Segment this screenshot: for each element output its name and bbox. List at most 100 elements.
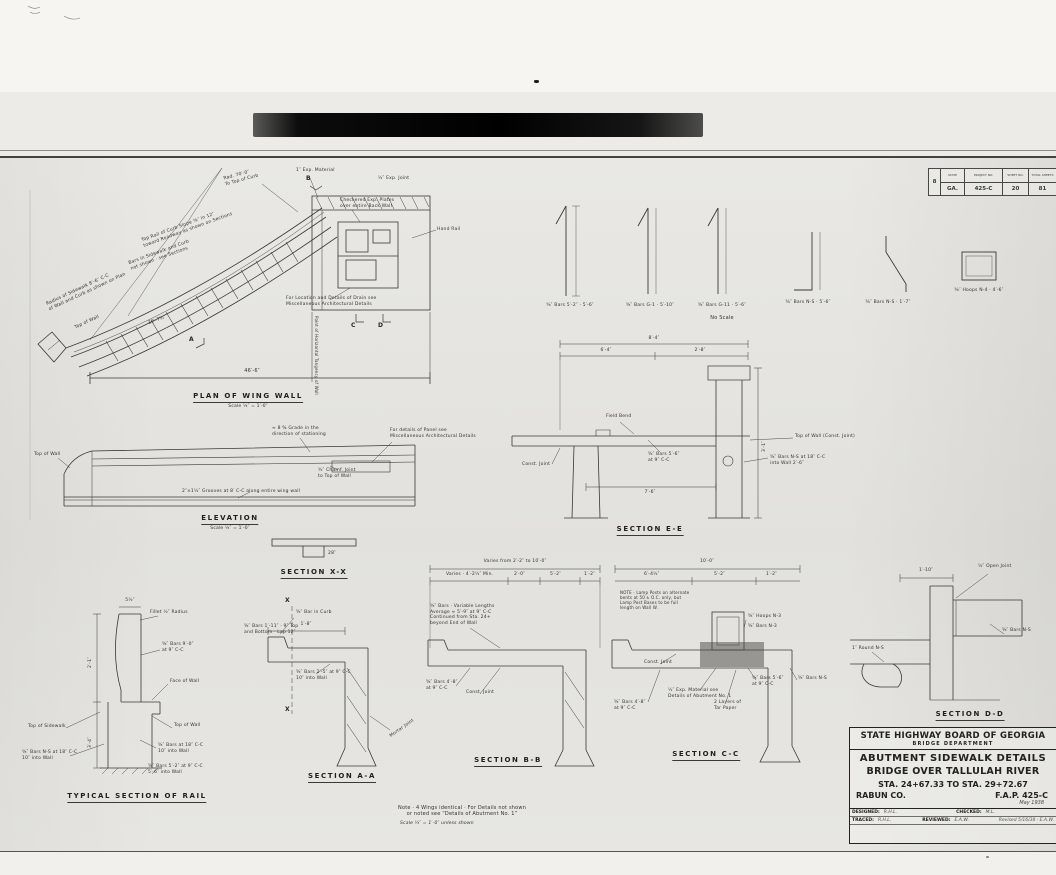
section-bb-dim-sub4: 1′-2″ [584, 572, 596, 577]
typical-rail-linework [65, 606, 173, 775]
section-cc-dim-sub2: 5′-2″ [714, 572, 726, 577]
section-bb-dim-sub2: 2′-0″ [514, 572, 526, 577]
sheet-title: ABUTMENT SIDEWALK DETAILS [859, 753, 1047, 764]
section-aa-callout-bars-top: ⅝″ Bars 1′-11″ · 9″ Top and Bottom · Lap… [244, 624, 299, 635]
section-ee-callout-bars-ns: ⅝″ Bars N-S at 18″ C-C into Wall 2′-6″ [770, 455, 826, 466]
strip-header-row: STATE PROJECT NO. SHEET NO. TOTAL SHEETS [941, 169, 1056, 183]
section-aa-title: SECTION A-A [308, 772, 376, 783]
elevation-title: ELEVATION [201, 514, 259, 525]
strip-index: 8 [929, 169, 941, 195]
fap-number: F.A.P. 425-C [995, 791, 1048, 800]
section-bb-linework [427, 565, 601, 767]
dept-name: BRIDGE DEPARTMENT [850, 741, 1056, 750]
reviewed-label: REVIEWED: [922, 818, 951, 823]
strip-project: 425-C [965, 182, 1003, 195]
section-cc-linework [611, 565, 801, 763]
section-cc-callout-tar: 2 Layers of Tar Paper [714, 700, 742, 711]
plan-marker-b: B [306, 175, 311, 182]
elevation-callout-chamfer: ¾″ Chamf. Joint to Top of Wall [318, 468, 356, 479]
section-ee-dim-left: 6′-4″ [600, 348, 612, 353]
strip-total-sheets: 81 [1038, 185, 1047, 192]
section-cc-dim-sub3: 1′-2″ [766, 572, 778, 577]
scan-artifacts-linework [27, 5, 81, 520]
section-dd-callout-round: 1″ Round N-S [852, 646, 884, 651]
elevation-callout-grooves: 2″×1½″ Grooves at 8′ C-C along entire wi… [182, 489, 301, 494]
elevation-linework [57, 437, 416, 507]
section-ee-dim-wall: 3′-1″ [762, 440, 767, 452]
bar-bending-details-linework [555, 205, 997, 297]
revision-note: Revised 5/16/38 · E.A.W. [998, 818, 1055, 823]
strip-header: PROJECT NO. [965, 169, 1003, 182]
section-xx-linework [271, 538, 357, 558]
section-bb-callout-const: Const. Joint [466, 690, 495, 695]
section-aa-callout-curb-bar: ⅝″ Bar in Curb [296, 610, 332, 615]
scan-rule-thin [0, 150, 1056, 151]
section-aa-dim-top: 1′-8″ [300, 622, 312, 627]
bars-no-scale: No Scale [710, 315, 734, 321]
section-xx-title: SECTION X-X [280, 568, 348, 579]
rail-dim-top: 5½″ [125, 598, 135, 603]
section-bb-dim-varies: Varies from 2′-2″ to 10′-0″ [483, 559, 547, 564]
section-bb-dim-sub1: Varies · 4′-2½″ Min. [446, 572, 494, 577]
section-bb-callout-bars-var: ⅝″ Bars · Variable Lengths Average ≈ 5′-… [430, 604, 495, 626]
plan-scale: Scale ¼″ = 1′-0″ [228, 404, 268, 409]
rail-callout-top-of-wall: Top of Wall [174, 723, 201, 728]
plan-callout-exp-joint: ½″ Exp. Joint [378, 176, 410, 181]
section-cc-callout-const: Const. Joint [644, 660, 673, 665]
reviewed-value: E.A.W. [954, 818, 969, 823]
elevation-scale: Scale ¼″ = 1′-0″ [210, 526, 250, 531]
section-ee-callout-top-of-wall: Top of Wall (Const. Joint) [795, 434, 856, 439]
section-aa-linework [267, 606, 391, 767]
section-dd-dim-top: 1′-10″ [918, 568, 934, 573]
traced-label: TRACED: [852, 818, 874, 823]
strip-sheet-no: 20 [1003, 182, 1029, 195]
bar-label: ⅝″ Bars N-S · 5′-6″ [785, 300, 831, 305]
plan-callout-plates: Checkered Exp. Plates over entire Back W… [340, 198, 395, 209]
scan-black-bar-artifact [253, 113, 703, 137]
scan-top-white-band [0, 0, 1056, 92]
checked-label: CHECKED: [956, 810, 982, 815]
section-ee-callout-bars: ⅝″ Bars 5′-6″ at 9″ C-C [648, 452, 680, 463]
rail-title: TYPICAL SECTION OF RAIL [67, 792, 207, 803]
section-cc-callout-bars56: ⅝″ Bars 5′-6″ at 9″ C-C [752, 676, 784, 687]
section-ee-callout-const-joint: Const. Joint [522, 462, 551, 467]
credits-row: TRACED: R.H.L. REVIEWED: E.A.W. Revised … [850, 817, 1056, 825]
rail-callout-bars52: ⅝″ Bars 5′-2″ at 9″ C-C 5′-6″ into Wall [148, 764, 203, 775]
note-text: Note · 4 Wings identical · For Details n… [398, 805, 527, 818]
section-cc-title: SECTION C-C [672, 750, 740, 761]
rail-callout-bars9: ⅝″ Bars 9′-0″ at 9″ C-C [162, 642, 194, 653]
section-dd-callout-open-joint: ½″ Open Joint [978, 564, 1012, 569]
bar-label: ⅝″ Bars G-1 · 5′-10″ [625, 303, 675, 308]
rail-dim-upper: 2′-1″ [88, 656, 93, 668]
elevation-callout-grade: ≈ 8 % Grade in the direction of stationi… [272, 426, 326, 437]
scan-speck [986, 856, 989, 858]
plan-callout-drain: For Location and Details of Drain see Mi… [286, 296, 377, 307]
traced-value: R.H.L. [877, 818, 892, 823]
section-cc-dim-sub1: 6′-4½″ [644, 572, 660, 577]
org-name: STATE HIGHWAY BOARD OF GEORGIA [860, 731, 1046, 741]
rail-callout-top-sidewalk: Top of Sidewalk [28, 724, 66, 729]
plan-callout-tangency: Point of Horizontal Tangency of Wall [314, 316, 319, 395]
plan-dim-overall: 46′-6″ [244, 368, 260, 374]
scan-bottom-rule [0, 851, 1056, 852]
elevation-callout-top-of-wall: Top of Wall [34, 452, 61, 457]
rail-callout-face: Face of Wall [170, 679, 200, 684]
section-xx-dim: 28″ [328, 551, 337, 556]
bar-label: ⅝″ Bars 5′-2″ · 5′-6″ [546, 303, 594, 308]
plan-callout-exp-material: 1″ Exp. Material [296, 168, 335, 173]
strip-header: STATE [941, 169, 965, 182]
section-ee-callout-field-bend: Field Bend [606, 414, 632, 419]
section-bb-title: SECTION B-B [474, 756, 542, 767]
rail-callout-fillet: Fillet ½″ Radius [150, 610, 188, 615]
bar-label: ⅝″ Bars N-S · 1′-7″ [865, 300, 911, 305]
location-row: RABUN CO. F.A.P. 425-C [850, 789, 1056, 800]
section-cc-dim-top: 10′-0″ [699, 559, 715, 564]
section-bb-dim-sub3: 5′-2″ [550, 572, 562, 577]
section-aa-callout-bars-mid: ⅝″ Bars 2′-5″ at 9″ C-C 10″ into Wall [296, 670, 351, 681]
section-bb-callout-bars48: ⅝″ Bars 4′-8″ at 9″ C-C [426, 680, 458, 691]
rail-callout-bars18: ⅝″ Bars at 18″ C-C 10″ into Wall [158, 743, 204, 754]
plan-callout-hand-rail: Hand Rail [437, 227, 461, 232]
plan-title: PLAN OF WING WALL [193, 392, 303, 403]
bar-label: ⅝″ Hoops N-4 · 4′-6″ [954, 288, 1004, 293]
